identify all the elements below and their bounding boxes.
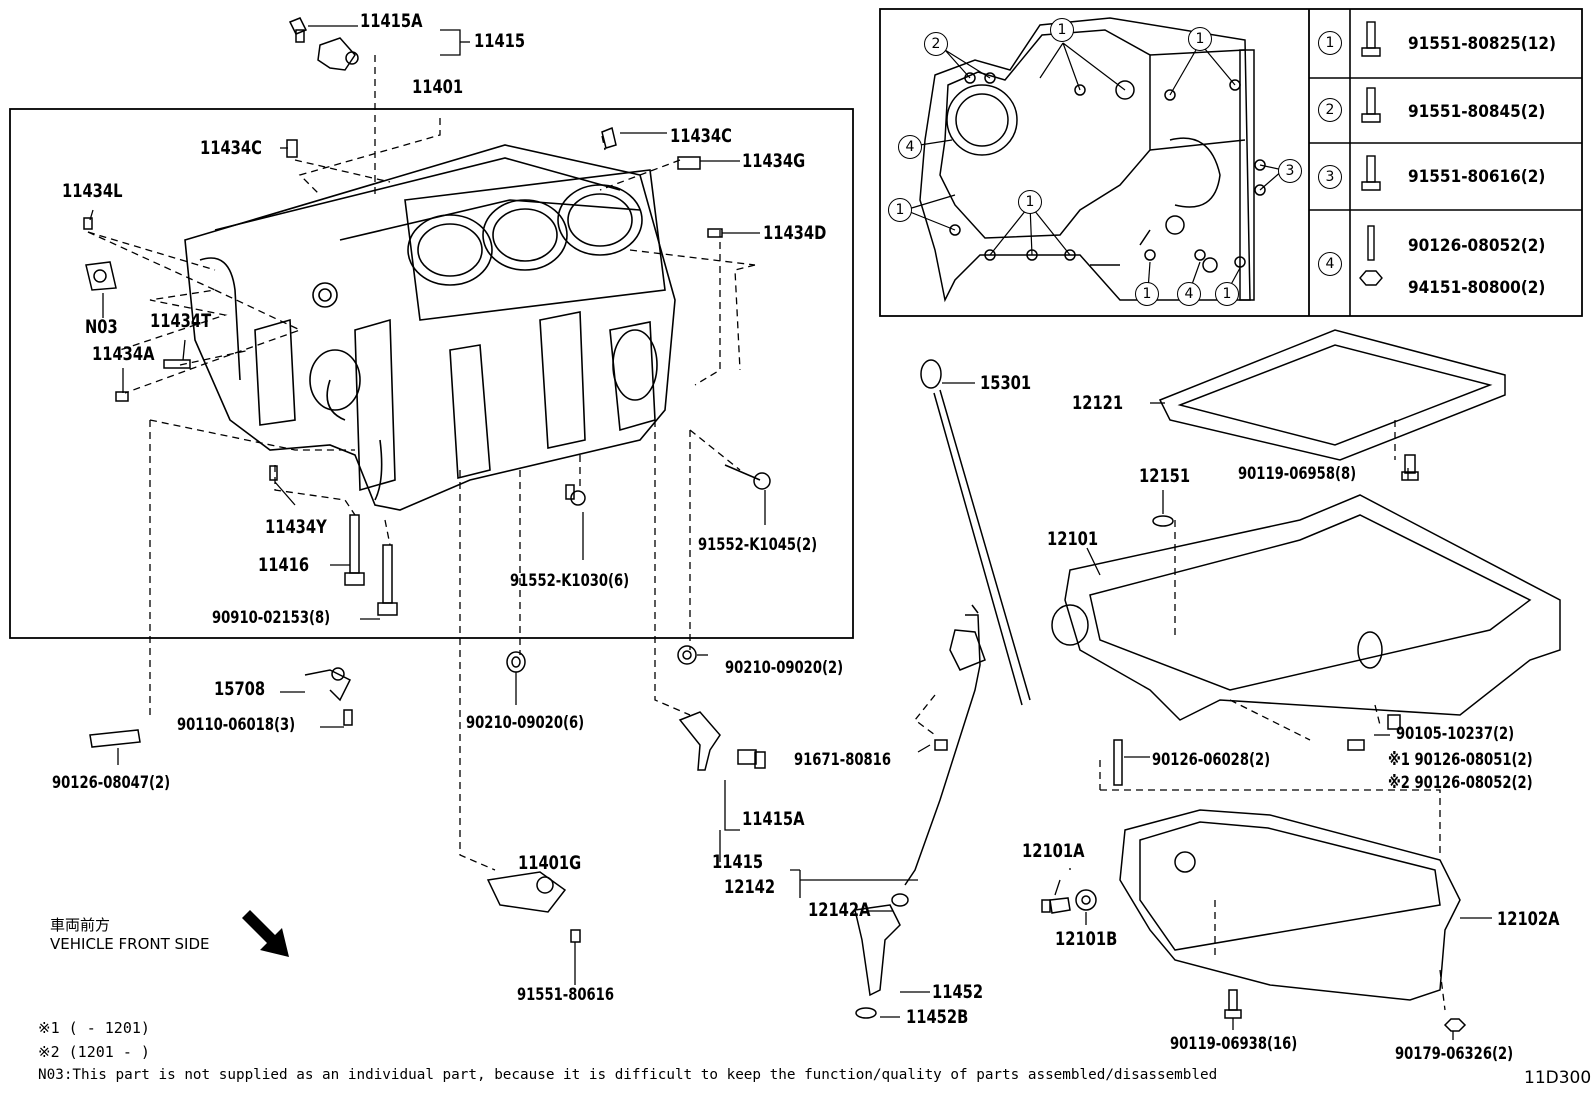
part-label-90126-06028[interactable]: 90126-06028(2) xyxy=(1152,750,1271,770)
vehicle-front-jp: 車両前方 xyxy=(50,916,111,934)
callout-3: 3 xyxy=(1278,159,1302,183)
inset-detail-frame xyxy=(879,8,1583,317)
legend-part-91551-80616[interactable]: 91551-80616(2) xyxy=(1408,167,1546,187)
part-label-90210-09020-6[interactable]: 90210-09020(6) xyxy=(466,713,585,733)
part-label-91671-80816[interactable]: 91671-80816 xyxy=(794,750,891,770)
part-label-12121[interactable]: 12121 xyxy=(1072,392,1124,414)
part-label-15301[interactable]: 15301 xyxy=(980,372,1032,394)
part-label-15708[interactable]: 15708 xyxy=(214,678,266,700)
part-label-12151[interactable]: 12151 xyxy=(1139,465,1191,487)
timing-cover-drawing xyxy=(919,17,1266,303)
callout-1: 1 xyxy=(1135,282,1159,306)
callout-4: 4 xyxy=(1177,282,1201,306)
legend-part-94151-80800[interactable]: 94151-80800(2) xyxy=(1408,278,1546,298)
part-label-12142A[interactable]: 12142A xyxy=(808,899,871,921)
legend-number-2: 2 xyxy=(1318,98,1342,122)
part-label-12101[interactable]: 12101 xyxy=(1047,528,1099,550)
part-label-11434G[interactable]: 11434G xyxy=(742,150,806,172)
part-label-11434D[interactable]: 11434D xyxy=(763,222,827,244)
legend-number-4: 4 xyxy=(1318,252,1342,276)
callout-2: 2 xyxy=(924,32,948,56)
part-label-91551-80616[interactable]: 91551-80616 xyxy=(517,985,614,1005)
part-label-90126-08047[interactable]: 90126-08047(2) xyxy=(52,773,171,793)
part-label-12101B[interactable]: 12101B xyxy=(1055,928,1118,950)
part-label-11401G[interactable]: 11401G xyxy=(518,852,582,874)
part-label-11434C-right[interactable]: 11434C xyxy=(670,125,732,147)
part-label-12102A[interactable]: 12102A xyxy=(1497,908,1560,930)
part-label-90210-09020-2[interactable]: 90210-09020(2) xyxy=(725,658,844,678)
part-label-90105-10237[interactable]: 90105-10237(2) xyxy=(1396,724,1515,744)
part-label-11416[interactable]: 11416 xyxy=(258,554,310,576)
small-parts xyxy=(83,17,1561,1032)
part-label-91552-K1045[interactable]: 91552-K1045(2) xyxy=(698,535,818,555)
vehicle-front-label: 車両前方 VEHICLE FRONT SIDE xyxy=(50,916,210,954)
legend-number-1: 1 xyxy=(1318,31,1342,55)
diagram-code: 11D300 xyxy=(1524,1068,1592,1088)
callout-4: 4 xyxy=(898,135,922,159)
part-label-90110-06018[interactable]: 90110-06018(3) xyxy=(177,715,296,735)
part-label-90119-06938[interactable]: 90119-06938(16) xyxy=(1170,1034,1298,1054)
callout-1: 1 xyxy=(888,198,912,222)
legend-part-91551-80845[interactable]: 91551-80845(2) xyxy=(1408,102,1546,122)
callout-1: 1 xyxy=(1188,27,1212,51)
callout-1: 1 xyxy=(1050,18,1074,42)
legend-part-90126-08052[interactable]: 90126-08052(2) xyxy=(1408,236,1546,256)
part-label-91552-K1030[interactable]: 91552-K1030(6) xyxy=(510,571,630,591)
part-label-11415A-bottom[interactable]: 11415A xyxy=(742,808,805,830)
note-n03: N03:This part is not supplied as an indi… xyxy=(38,1067,1218,1083)
legend-part-91551-80825[interactable]: 91551-80825(12) xyxy=(1408,34,1557,54)
part-label-90126-08051[interactable]: ※1 90126-08051(2) xyxy=(1388,750,1533,770)
part-label-11452B[interactable]: 11452B xyxy=(906,1006,969,1028)
part-label-11415[interactable]: 11415 xyxy=(474,30,526,52)
part-label-90119-06958[interactable]: 90119-06958(8) xyxy=(1238,464,1357,484)
part-label-11415-bottom[interactable]: 11415 xyxy=(712,851,764,873)
part-label-11434Y[interactable]: 11434Y xyxy=(265,516,327,538)
note-1: ※1 ( - 1201) xyxy=(38,1019,150,1037)
part-label-12142[interactable]: 12142 xyxy=(724,876,776,898)
callout-1: 1 xyxy=(1018,190,1042,214)
bolt-icon xyxy=(1359,21,1383,286)
part-label-11434A[interactable]: 11434A xyxy=(92,343,155,365)
part-label-90910-02153[interactable]: 90910-02153(8) xyxy=(212,608,331,628)
part-label-90179-06326[interactable]: 90179-06326(2) xyxy=(1395,1044,1514,1064)
part-label-11434C[interactable]: 11434C xyxy=(200,137,262,159)
front-arrow-icon xyxy=(242,910,289,957)
part-label-11434T[interactable]: 11434T xyxy=(150,310,212,332)
cylinder-block-drawing xyxy=(184,144,676,511)
part-label-N03[interactable]: N03 xyxy=(85,316,118,338)
part-label-11452[interactable]: 11452 xyxy=(932,981,984,1003)
part-label-90126-08052-note2[interactable]: ※2 90126-08052(2) xyxy=(1388,773,1533,793)
callout-1: 1 xyxy=(1215,282,1239,306)
part-label-12101A[interactable]: 12101A xyxy=(1022,840,1085,862)
part-label-11401[interactable]: 11401 xyxy=(412,76,464,98)
part-label-11434L[interactable]: 11434L xyxy=(62,180,123,202)
cylinder-block-frame xyxy=(9,108,854,639)
vehicle-front-en: VEHICLE FRONT SIDE xyxy=(50,934,210,953)
legend-number-3: 3 xyxy=(1318,165,1342,189)
part-label-11415A[interactable]: 11415A xyxy=(360,10,423,32)
note-2: ※2 (1201 - ) xyxy=(38,1043,150,1061)
